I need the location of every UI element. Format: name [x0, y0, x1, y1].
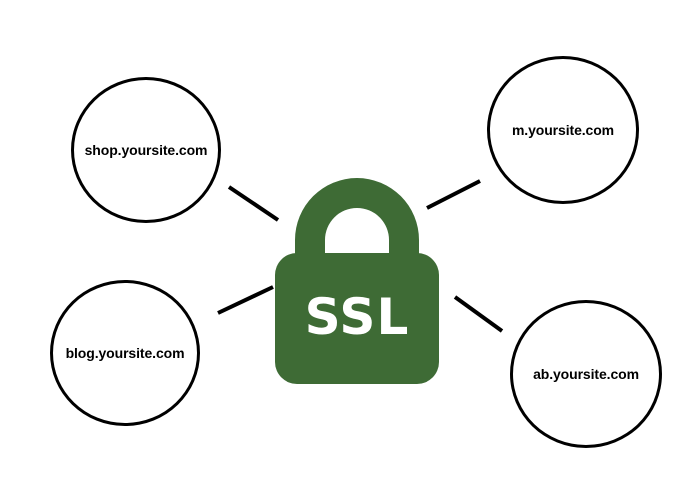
subdomain-label-m: m.yoursite.com: [511, 122, 615, 138]
connector-m: [426, 179, 481, 210]
padlock-body: SSL: [275, 253, 439, 384]
subdomain-label-blog: blog.yoursite.com: [65, 345, 185, 361]
subdomain-node-blog: blog.yoursite.com: [50, 280, 200, 426]
padlock-icon: SSL: [275, 174, 439, 384]
subdomain-node-ab: ab.yoursite.com: [510, 300, 662, 448]
ssl-label: SSL: [304, 287, 410, 346]
connector-blog: [217, 285, 274, 315]
subdomain-label-shop: shop.yoursite.com: [84, 142, 208, 158]
connector-ab: [453, 295, 504, 333]
padlock-shackle: [295, 178, 419, 274]
connector-shop: [227, 185, 280, 222]
subdomain-label-ab: ab.yoursite.com: [533, 366, 639, 382]
subdomain-node-shop: shop.yoursite.com: [71, 77, 221, 223]
subdomain-node-m: m.yoursite.com: [487, 56, 639, 204]
